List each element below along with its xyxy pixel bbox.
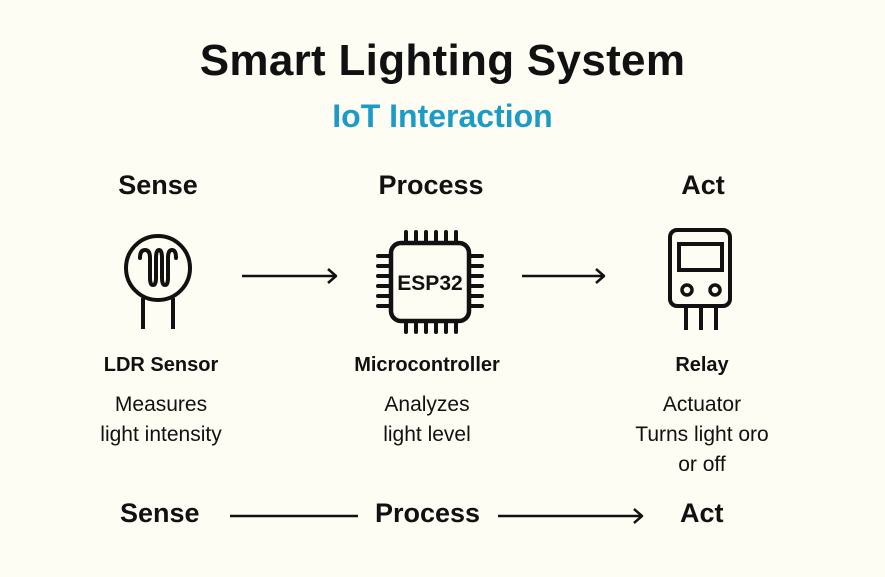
component-name-relay: Relay [675,354,729,376]
chip-label: ESP32 [397,272,462,295]
stage-heading-process: Process [378,170,484,200]
description-line: Measures [114,393,208,416]
component-name-microcontroller: Microcontroller [354,354,500,376]
component-description-microcontroller: Analyzes light level [307,390,547,450]
description-line: Turns light oro [635,423,769,446]
relay-icon [668,228,732,330]
description-line: light intensity [100,423,222,446]
flow-line-sense-to-process [230,514,358,518]
arrow-process-to-act [522,268,606,284]
component-name-ldr: LDR Sensor [103,354,219,376]
component-description-ldr: Measures light intensity [41,390,281,450]
flow-label-sense: Sense [120,498,200,528]
stage-heading-sense: Sense [118,170,198,200]
flow-label-process: Process [375,498,481,528]
ldr-sensor-icon [124,234,192,329]
flow-label-act: Act [680,498,724,528]
description-line: light level [383,423,471,446]
stage-heading-act: Act [681,170,725,200]
description-line: Actuator [662,393,742,416]
description-line: Analyzes [384,393,470,416]
diagram-title: Smart Lighting System [199,36,686,85]
microcontroller-chip-icon: ESP32 [376,230,484,334]
description-line: or off [678,453,726,476]
arrow-sense-to-process [242,268,338,284]
diagram-subtitle: IoT Interaction [332,98,553,134]
flow-arrow-process-to-act [498,508,644,524]
component-description-relay: Actuator Turns light oro or off [582,390,822,480]
